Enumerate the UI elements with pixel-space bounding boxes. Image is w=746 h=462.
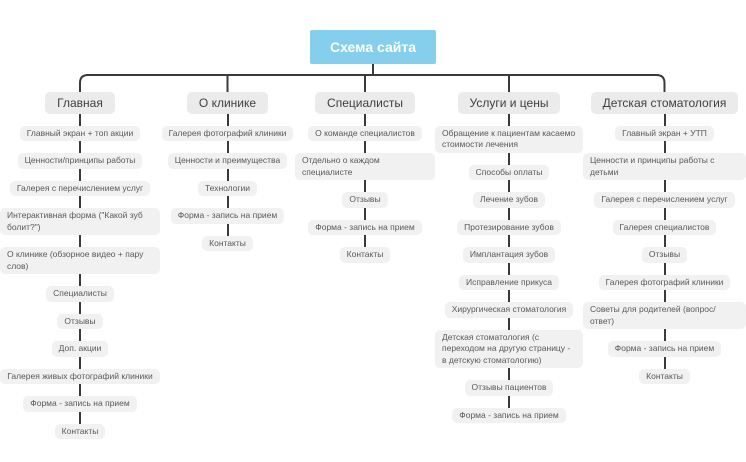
vertical-connector	[663, 141, 666, 154]
sitemap-node: Форма - запись на прием	[607, 341, 722, 357]
column-header: Главная	[45, 92, 115, 114]
vertical-connector	[663, 290, 666, 303]
vertical-connector	[663, 235, 666, 248]
sitemap-node: Хирургическая стоматология	[444, 302, 574, 318]
sitemap-node: Лечение зубов	[473, 192, 545, 208]
vertical-connector	[663, 180, 666, 193]
vertical-connector	[364, 207, 366, 220]
vertical-connector	[79, 114, 81, 126]
vertical-connector	[508, 114, 510, 126]
sitemap-node: Технологии	[197, 180, 258, 197]
sitemap-node: О клинике (обзорное видео + пару слов)	[0, 247, 160, 275]
sitemap-node: Галерея живых фотографий клиники	[0, 368, 160, 385]
vertical-connector	[508, 368, 510, 381]
sitemap-node: Контакты	[54, 423, 106, 440]
sitemap-node: Галерея фотографий клиники	[598, 274, 731, 291]
sitemap-node: Форма - запись на прием	[23, 396, 137, 412]
vertical-connector	[364, 114, 366, 126]
vertical-connector	[508, 152, 510, 165]
sitemap-node: Ценности и преимущества	[167, 153, 288, 169]
vertical-connector	[226, 196, 229, 209]
vertical-connector	[364, 141, 366, 154]
vertical-connector	[508, 207, 510, 220]
sitemap-node: Обращение к пациентам касаемо стоимости …	[435, 126, 583, 153]
vertical-connector	[79, 141, 81, 154]
vertical-connector	[79, 274, 81, 287]
sitemap-node: Галерея фотографий клиники	[161, 126, 294, 142]
vertical-connector	[663, 207, 666, 220]
root-node: Схема сайта	[310, 30, 436, 64]
column-header: Специалисты	[315, 92, 415, 114]
sitemap-node: Отзывы	[57, 313, 103, 330]
sitemap-node: Главный экран + топ акции	[19, 126, 141, 142]
sitemap-node: Детская стоматология (с переходом на дру…	[435, 329, 583, 369]
vertical-connector	[226, 223, 229, 236]
sitemap-node: Отзывы	[641, 247, 688, 263]
vertical-connector	[508, 317, 510, 330]
column-header: О клинике	[186, 92, 269, 114]
sitemap-node: Контакты	[339, 247, 391, 263]
sitemap-node: Отзывы пациентов	[464, 380, 554, 396]
sitemap-node: Способы оплаты	[468, 164, 550, 181]
vertical-connector	[508, 235, 510, 248]
vertical-connector	[364, 180, 366, 193]
sitemap-node: Специалисты	[46, 286, 114, 302]
vertical-connector	[508, 180, 510, 193]
vertical-connector	[226, 168, 229, 181]
sitemap-node: Ценности и принципы работы с детьми	[583, 153, 746, 181]
sitemap-node: Форма - запись на прием	[308, 219, 422, 236]
sitemap-node: Отзывы	[342, 192, 388, 208]
vertical-connector	[663, 262, 666, 275]
column-header: Детская стоматология	[590, 92, 739, 114]
sitemap-node: Галерея с перечислением услуг	[594, 192, 735, 208]
vertical-connector	[79, 411, 81, 424]
sitemap-node: Форма - запись на прием	[452, 407, 566, 424]
sitemap-node: Протезирование зубов	[457, 219, 561, 236]
sitemap-node: Форма - запись на прием	[170, 208, 285, 224]
sitemap-node: Отдельно о каждом специалисте	[295, 153, 435, 181]
vertical-connector	[79, 235, 81, 248]
sitemap-node: Исправление прикуса	[459, 274, 559, 291]
column-header: Услуги и цены	[457, 92, 561, 114]
vertical-connector	[663, 114, 666, 126]
vertical-connector	[79, 301, 81, 314]
sitemap-node: Контакты	[202, 235, 253, 252]
vertical-connector	[79, 356, 81, 369]
vertical-connector	[226, 114, 229, 126]
sitemap-node: Контакты	[639, 368, 690, 385]
sitemap-node: Главный экран + УТП	[615, 126, 714, 142]
sitemap-node: Галерея с перечислением услуг	[9, 180, 151, 197]
vertical-connector	[364, 235, 366, 248]
sitemap-node: Имплантация зубов	[462, 247, 556, 263]
sitemap-node: Ценности/принципы работы	[17, 153, 143, 169]
sitemap-node: Галерея специалистов	[612, 219, 717, 236]
vertical-connector	[79, 196, 81, 209]
vertical-connector	[226, 141, 229, 154]
sitemap-node: Интерактивная форма ("Какой зуб болит?")	[0, 208, 160, 236]
vertical-connector	[79, 168, 81, 181]
vertical-connector	[663, 356, 666, 369]
sitemap-node: Советы для родителей (вопрос/ответ)	[583, 302, 746, 330]
sitemap-node: Доп. акции	[51, 341, 109, 357]
vertical-connector	[508, 262, 510, 275]
vertical-connector	[663, 329, 666, 342]
vertical-connector	[79, 384, 81, 397]
vertical-connector	[508, 290, 510, 303]
sitemap-node: О команде специалистов	[308, 126, 422, 142]
vertical-connector	[508, 395, 510, 408]
vertical-connector	[79, 329, 81, 342]
